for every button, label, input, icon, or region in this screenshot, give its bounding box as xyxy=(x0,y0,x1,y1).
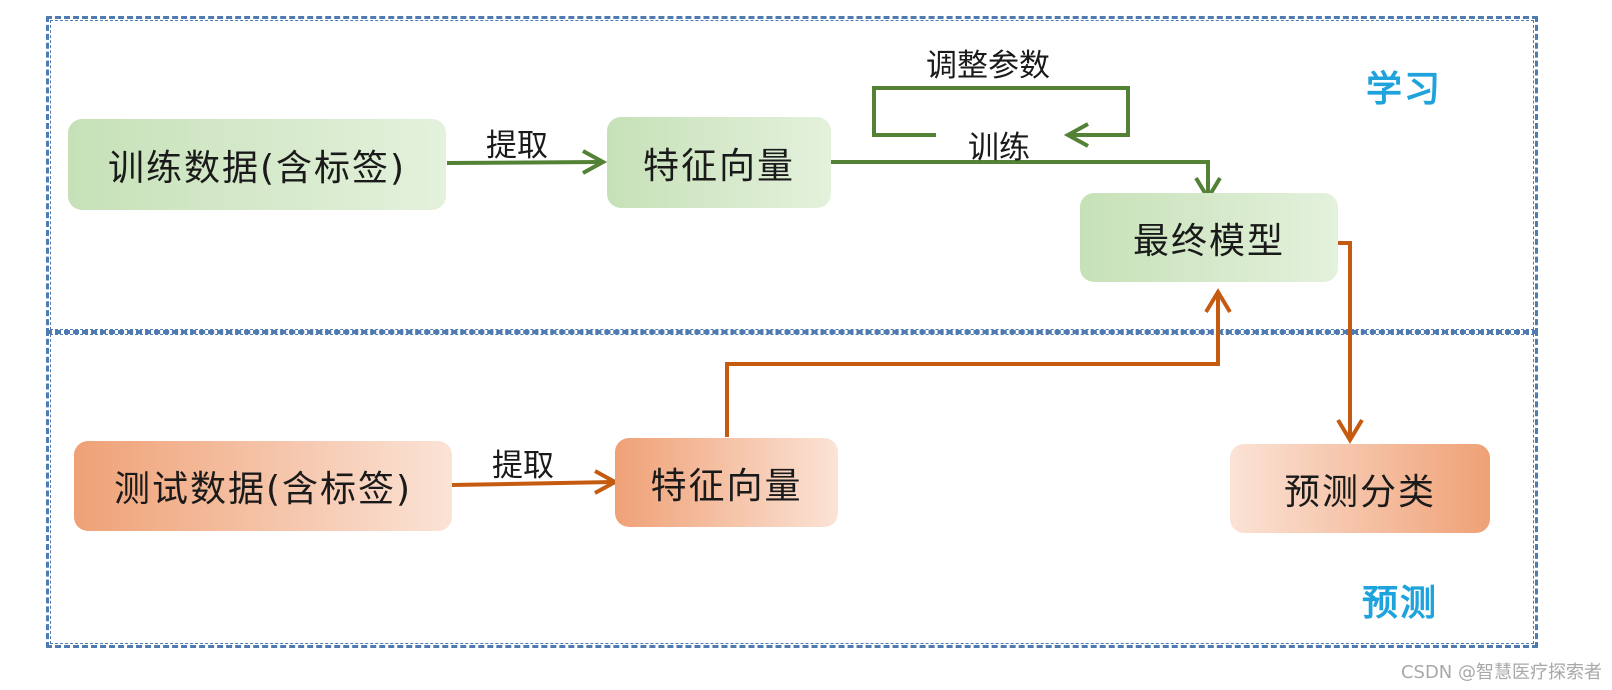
prediction-region-inner-border xyxy=(50,334,1534,644)
node-train-data-label: 训练数据(含标签) xyxy=(107,147,407,189)
edge-extract-test xyxy=(451,480,614,487)
node-test-features-label: 特征向量 xyxy=(650,465,803,507)
edge-extract-train xyxy=(446,160,602,165)
edge-label-adjust-params: 调整参数 xyxy=(926,48,1050,84)
edge-label-extract-train: 提取 xyxy=(486,128,548,164)
node-train-data: 训练数据(含标签) xyxy=(68,119,446,210)
edge-test-features-to-model xyxy=(725,292,1220,437)
edge-label-extract-test: 提取 xyxy=(492,448,554,484)
arrowhead-model-to-prediction xyxy=(1336,418,1364,444)
edge-model-to-prediction xyxy=(1338,241,1352,440)
node-train-features-label: 特征向量 xyxy=(642,145,795,187)
edge-adjust-params-loop xyxy=(872,86,1130,137)
watermark: CSDN @智慧医疗探索者 xyxy=(1400,662,1602,683)
edge-features-to-model xyxy=(831,160,1210,196)
node-final-model-label: 最终模型 xyxy=(1132,220,1285,262)
node-test-features: 特征向量 xyxy=(615,438,838,527)
arrowhead-test-features-to-model xyxy=(1204,288,1232,314)
learning-region-inner-border xyxy=(50,20,1534,330)
learning-region-label: 学习 xyxy=(1366,69,1443,110)
prediction-region xyxy=(46,330,1538,648)
prediction-region-label: 预测 xyxy=(1362,583,1439,624)
arrowhead-adjust-params-loop xyxy=(1063,122,1089,148)
node-predict-class: 预测分类 xyxy=(1230,444,1490,533)
edge-label-train: 训练 xyxy=(968,130,1030,166)
node-test-data-label: 测试数据(含标签) xyxy=(113,469,413,510)
node-test-data: 测试数据(含标签) xyxy=(74,441,452,531)
node-predict-class-label: 预测分类 xyxy=(1283,471,1436,513)
node-train-features: 特征向量 xyxy=(607,117,831,208)
arrowhead-extract-train xyxy=(582,149,608,175)
node-final-model: 最终模型 xyxy=(1080,193,1338,282)
